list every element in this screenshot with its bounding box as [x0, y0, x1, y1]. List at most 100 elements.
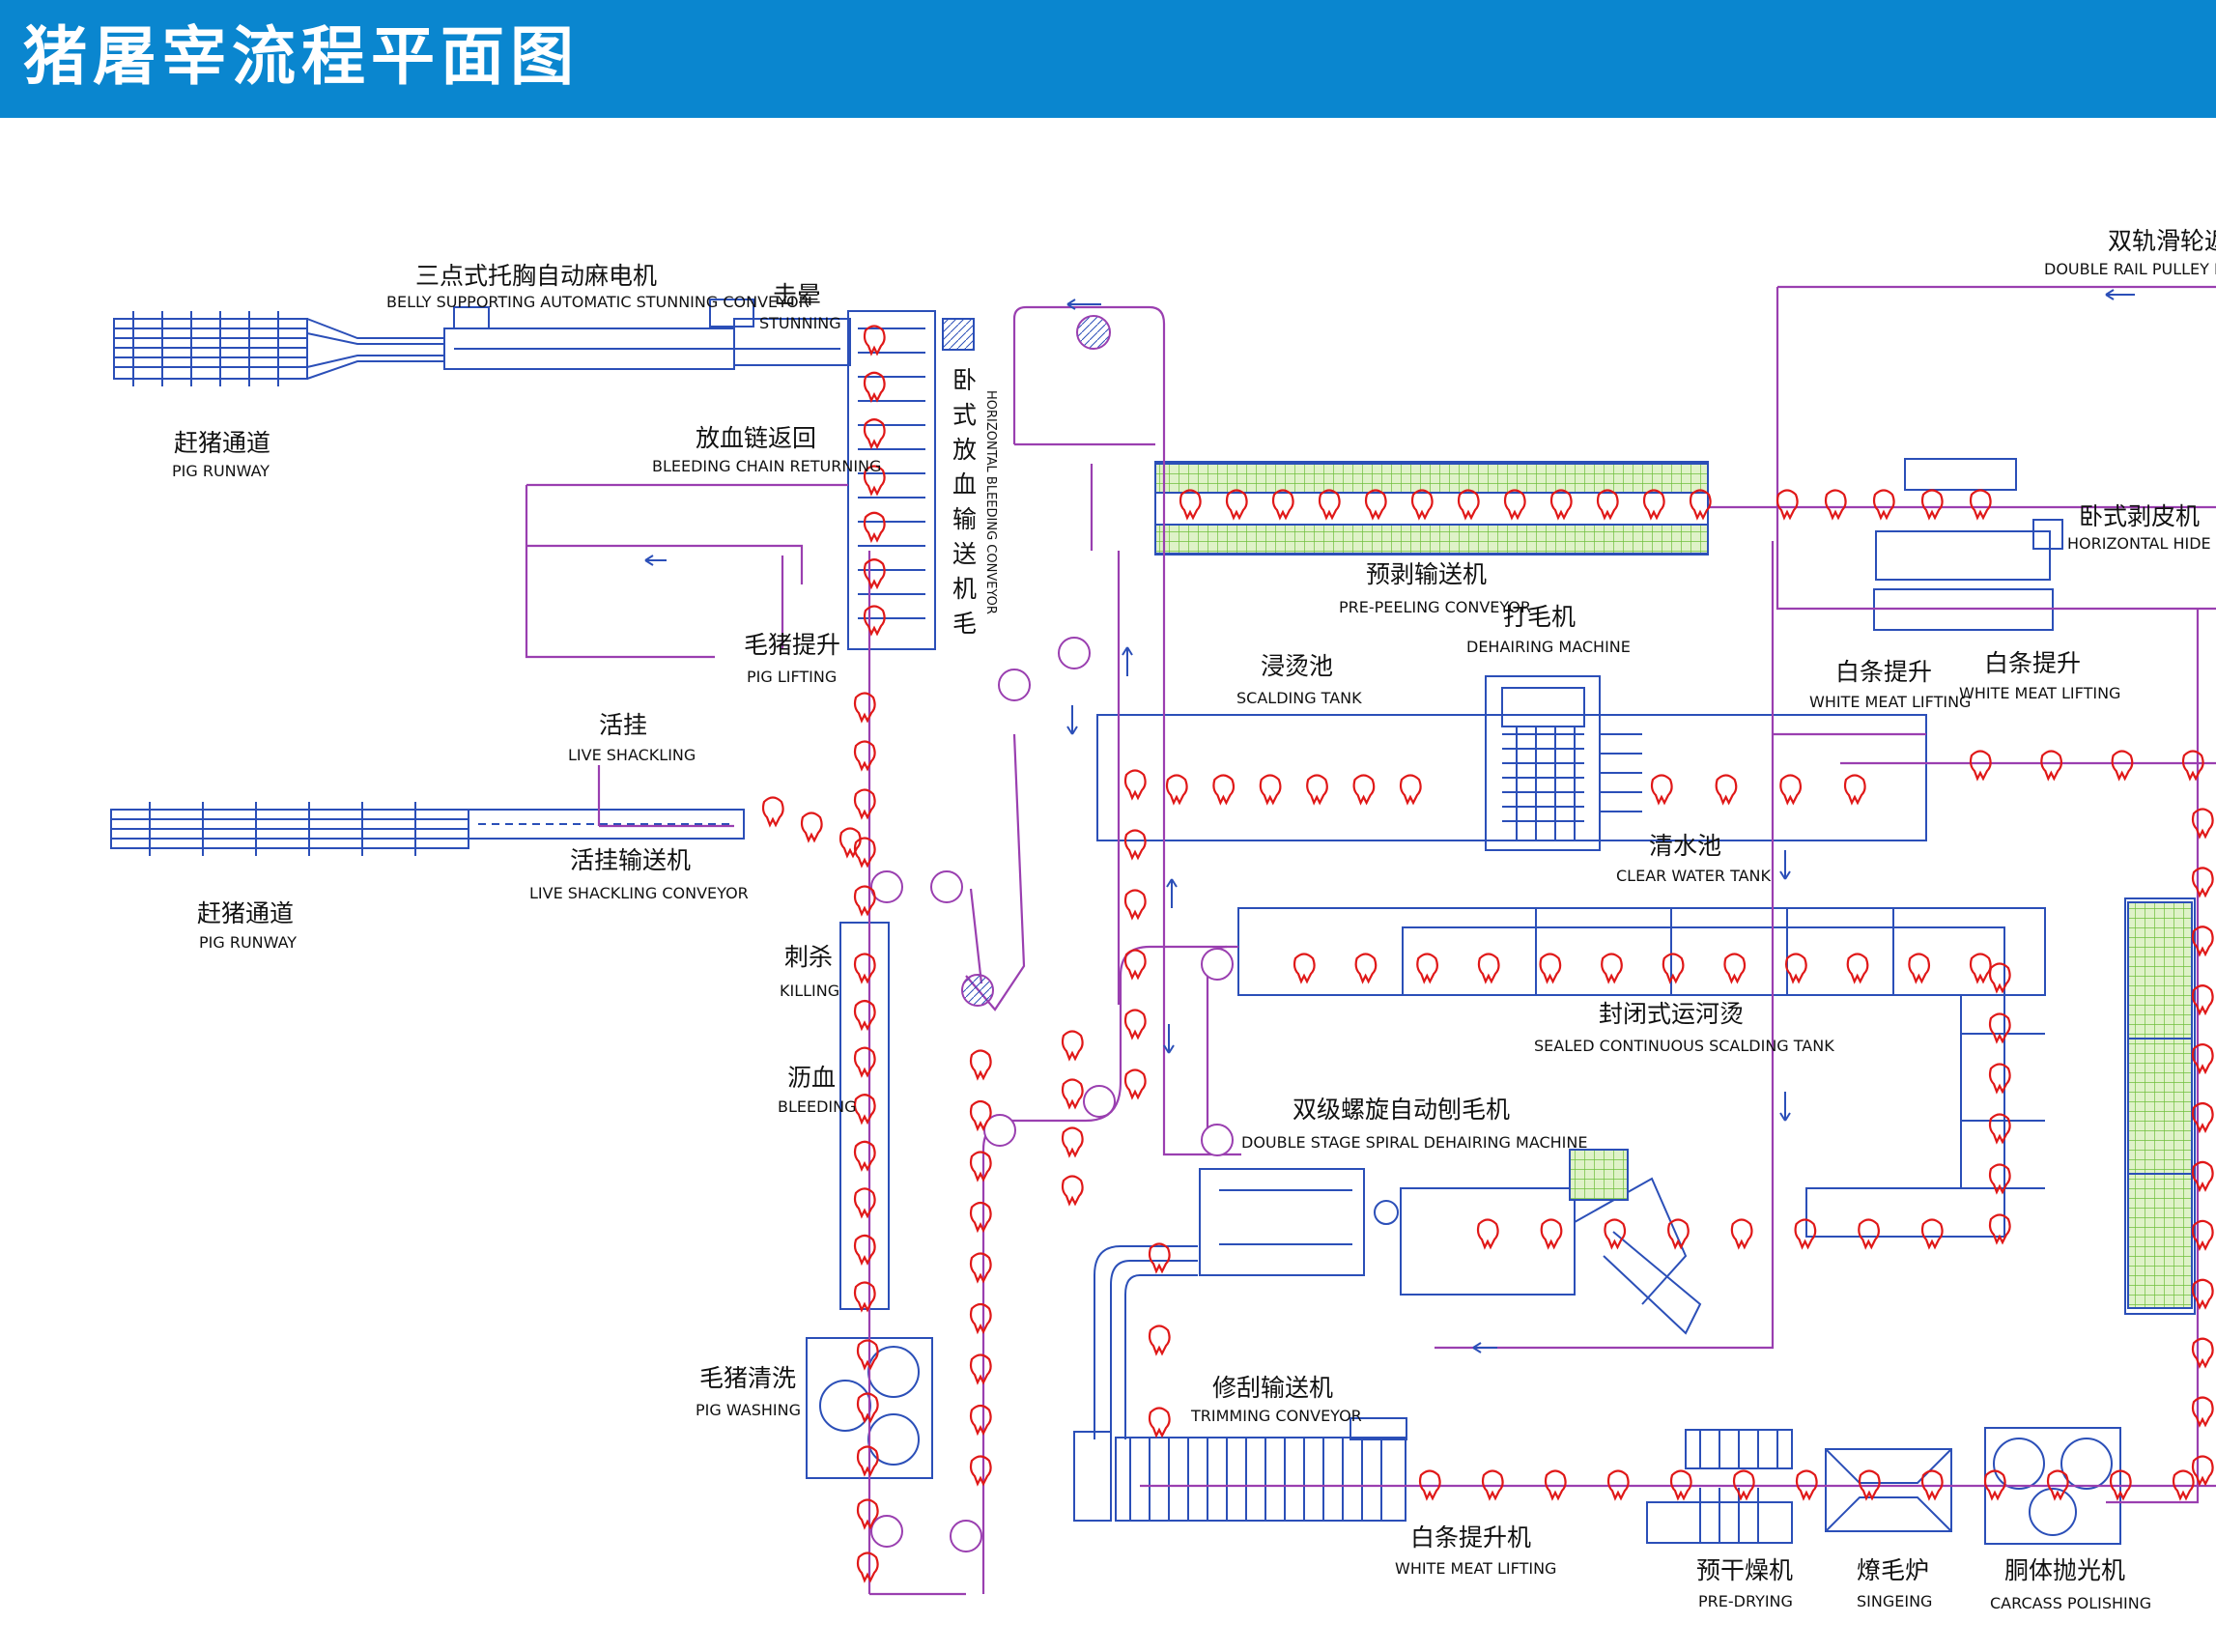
label-sealed-scalding-zh: 封闭式运河烫	[1599, 1000, 1744, 1028]
label-horizontal-bleeding-en: HORIZONTAL BLEEDING CONVEYOR	[983, 390, 998, 614]
carcass-marker	[1476, 1218, 1499, 1250]
carcass-marker	[1539, 953, 1562, 984]
carcass-marker	[1410, 489, 1434, 521]
label-pig-washing-en: PIG WASHING	[696, 1401, 801, 1419]
label-bleeding-zh: 沥血	[787, 1064, 836, 1092]
carcass-marker	[853, 1046, 876, 1078]
carcass-marker	[1544, 1469, 1567, 1501]
label-spiral-dehairing-zh: 双级螺旋自动刨毛机	[1293, 1096, 1510, 1124]
carcass-marker	[1785, 953, 1807, 984]
carcass-marker	[853, 999, 876, 1032]
label-bleeding-en: BLEEDING	[778, 1097, 857, 1116]
vertical-label-char: 卧	[952, 366, 977, 394]
label-live-shackling-conveyor-zh: 活挂输送机	[570, 846, 691, 874]
scalding-tank-frame	[1096, 714, 1927, 841]
carcass-marker	[1715, 774, 1738, 806]
carcass-marker	[1723, 953, 1747, 984]
carcass-marker	[1148, 1407, 1171, 1438]
label-stunning-zh: 击晕	[773, 281, 821, 309]
flow-arrows	[644, 289, 2135, 1353]
label-live-shackling-zh: 活挂	[599, 711, 647, 739]
carcass-marker	[853, 1234, 876, 1267]
carcass-marker	[853, 837, 876, 869]
carcass-marker	[1988, 1063, 2011, 1095]
label-trimming-zh: 修刮输送机	[1212, 1374, 1333, 1402]
carcass-marker	[1642, 489, 1665, 521]
rail-pulleys	[870, 315, 1234, 1552]
carcass-marker	[1983, 1469, 2006, 1501]
carcass-marker	[1920, 1469, 1944, 1501]
label-live-shackling-conveyor-en: LIVE SHACKLING CONVEYOR	[529, 884, 749, 902]
label-pig-runway-1-en: PIG RUNWAY	[172, 462, 270, 480]
carcass-marker	[969, 1252, 992, 1284]
label-white-meat-lifting-2-zh: 白条提升	[1984, 649, 2081, 677]
label-double-rail-zh: 双轨滑轮返回	[2108, 227, 2216, 255]
carcass-marker	[1669, 1469, 1692, 1501]
pre-drying-drawing	[1646, 1429, 1793, 1544]
slaughter-flow-diagram: 三点式托胸自动麻电机 BELLY SUPPORTING AUTOMATIC ST…	[110, 227, 2216, 1612]
carcass-marker	[1969, 953, 1992, 984]
carcass-marker	[2191, 1043, 2214, 1075]
carcass-marker	[856, 1552, 879, 1583]
carcass-marker	[863, 325, 886, 356]
label-scalding-tank-zh: 浸烫池	[1261, 652, 1333, 680]
carcass-marker	[856, 1445, 879, 1477]
carcass-marker	[863, 465, 886, 497]
carcass-marker	[1549, 489, 1573, 521]
label-pig-lifting-zh: 毛猪提升	[744, 631, 840, 659]
carcass-marker	[1225, 489, 1248, 521]
carcass-marker	[2191, 1219, 2214, 1252]
carcass-marker	[1689, 489, 1712, 521]
label-double-rail-en: DOUBLE RAIL PULLEY RETUR	[2044, 260, 2216, 278]
carcass-marker	[1662, 953, 1685, 984]
label-stunning-en: STUNNING	[759, 314, 841, 332]
label-pre-drying-zh: 预干燥机	[1696, 1556, 1793, 1584]
carcass-marker	[1858, 1469, 1881, 1501]
carcass-marker	[1457, 489, 1480, 521]
label-carcass-polishing-en: CARCASS POLISHING	[1990, 1594, 2151, 1612]
carcass-marker	[969, 1099, 992, 1132]
carcass-marker	[863, 605, 886, 637]
carcass-marker	[2040, 750, 2063, 782]
carcass-marker	[1293, 953, 1316, 984]
carcass-marker	[1606, 1469, 1630, 1501]
label-white-meat-lifting-3-zh: 白条提升机	[1410, 1524, 1531, 1552]
carcass-marker	[1481, 1469, 1504, 1501]
carcass-marker	[1061, 1175, 1084, 1207]
belly-stunning-conveyor-drawing	[443, 299, 851, 370]
label-pre-peeling-en: PRE-PEELING CONVEYOR	[1339, 598, 1531, 616]
label-pig-lifting-en: PIG LIFTING	[747, 668, 837, 686]
carcass-marker	[1477, 953, 1500, 984]
carcass-marker	[1540, 1218, 1563, 1250]
label-pig-runway-1-zh: 赶猪通道	[174, 429, 270, 457]
bleeding-rail-frame	[839, 922, 890, 1310]
carcass-marker	[1872, 489, 1895, 521]
carcass-marker	[1123, 1068, 1147, 1100]
carcass-marker	[2191, 926, 2214, 957]
carcass-marker	[1779, 774, 1803, 806]
label-singeing-zh: 燎毛炉	[1857, 1556, 1929, 1584]
label-belly-stunning-en: BELLY SUPPORTING AUTOMATIC STUNNING CONV…	[386, 293, 810, 311]
carcass-marker	[1969, 489, 1992, 521]
label-pig-washing-zh: 毛猪清洗	[699, 1364, 796, 1392]
sealed-scalding-drawing	[1237, 907, 2046, 1238]
carcass-marker	[1824, 489, 1847, 521]
carcass-marker	[1988, 1163, 2011, 1195]
carcass-marker	[1843, 774, 1866, 806]
carcass-marker	[2046, 1469, 2069, 1501]
spiral-dehairing-drawing	[1199, 1149, 1702, 1335]
vertical-label-char: 机	[952, 575, 977, 603]
carcass-marker	[1271, 489, 1294, 521]
carcass-marker	[1988, 1113, 2011, 1145]
carcass-marker	[2191, 867, 2214, 898]
label-scalding-tank-en: SCALDING TANK	[1236, 689, 1362, 707]
carcass-marker	[1601, 953, 1623, 984]
carcass-marker	[1306, 774, 1328, 806]
carcass-marker	[1148, 1324, 1171, 1356]
label-carcass-polishing-zh: 胴体抛光机	[2004, 1556, 2125, 1584]
label-sealed-scalding-en: SEALED CONTINUOUS SCALDING TANK	[1534, 1037, 1834, 1055]
station-labels: 三点式托胸自动麻电机 BELLY SUPPORTING AUTOMATIC ST…	[172, 227, 2216, 1612]
carcass-marker	[2111, 750, 2134, 782]
carcass-marker	[856, 1498, 879, 1530]
carcass-marker	[1123, 769, 1147, 801]
